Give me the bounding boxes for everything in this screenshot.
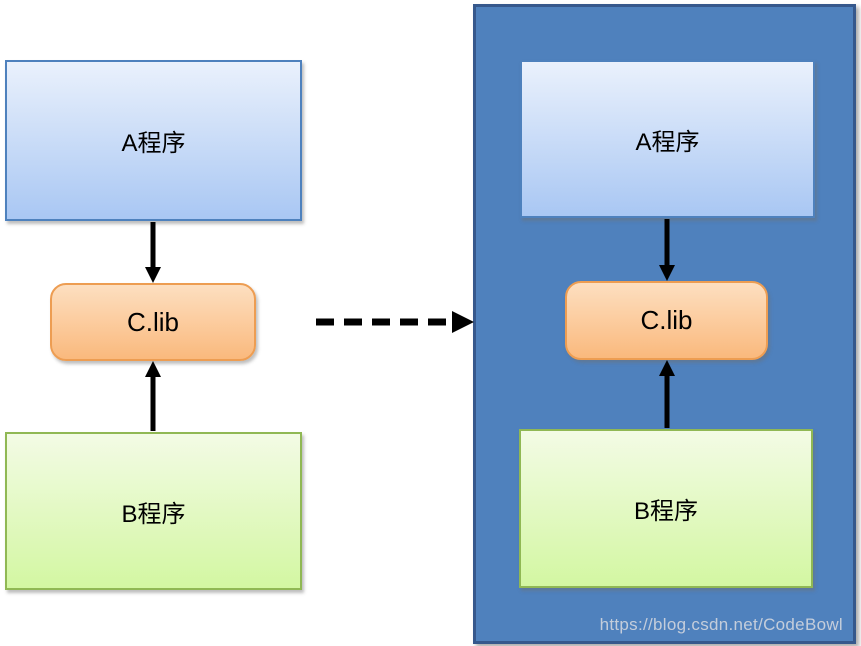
arrow-b-to-clib-before [145,361,161,431]
program-b-box-before: B程序 [5,432,302,590]
program-a-label-before: A程序 [121,130,186,157]
program-a-box-before: A程序 [5,60,302,221]
library-clib-box-after: C.lib [565,281,768,360]
library-clib-label-after: C.lib [640,305,693,335]
library-clib-label-before: C.lib [126,306,179,337]
watermark-url: https://blog.csdn.net/CodeBowl [599,615,843,634]
arrow-a-to-clib-before [145,222,161,283]
program-a-box-after: A程序 [520,60,815,218]
library-clib-box-before: C.lib [50,283,256,361]
dashed-right-arrow-icon [316,311,474,333]
program-b-box-after: B程序 [519,429,813,588]
program-b-label-before: B程序 [121,500,186,528]
program-b-label-after: B程序 [633,498,698,525]
program-a-label-after: A程序 [635,128,700,156]
